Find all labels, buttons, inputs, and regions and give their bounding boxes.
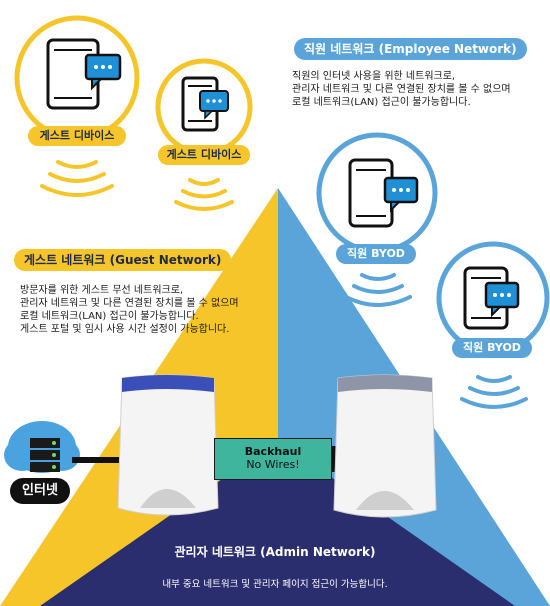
employee-network-line-1: 직원의 인터넷 사용을 위한 네트워크로, [292,71,456,82]
guest-device-large [14,15,140,141]
admin-network-description: 내부 중요 네트워크 및 관리자 페이지 접근이 가능합니다. [162,579,388,590]
admin-network-title: 관리자 네트워크 (Admin Network) [174,545,376,559]
wifi-signal-icon [460,375,528,409]
employee-network-description: 직원의 인터넷 사용을 위한 네트워크로, 관리자 네트워크 및 다른 연결된 … [292,70,511,109]
internet-label: 인터넷 [10,478,70,504]
guest-network-line-1: 방문자를 위한 게스트 무선 네트워크로, [20,285,184,296]
employee-byod-label-1: 직원 BYOD [336,244,416,264]
guest-device-small [155,58,253,156]
guest-device-label-2: 게스트 디바이스 [158,145,250,165]
employee-byod-label-2: 직원 BYOD [452,338,532,358]
wifi-signal-icon [174,178,234,211]
employee-network-line-2: 관리자 네트워크 및 다른 연결된 장치를 볼 수 없으며 [292,84,511,95]
guest-network-description: 방문자를 위한 게스트 무선 네트워크로, 관리자 네트워크 및 다른 연결된 … [20,284,239,336]
employee-network-line-3: 로컬 네트워크(LAN) 접근이 불가능합니다. [292,97,471,108]
employee-byod-device-2 [436,241,550,355]
guest-device-label-1: 게스트 디바이스 [28,126,126,146]
guest-network-heading: 게스트 네트워크 (Guest Network) [14,249,232,271]
guest-network-line-3: 로컬 네트워크(LAN) 접근이 불가능합니다. [20,311,199,322]
backhaul-subtitle: No Wires! [246,458,300,471]
wifi-signal-icon [344,273,412,307]
employee-network-heading: 직원 네트워크 (Employee Network) [294,38,527,60]
cable [72,457,124,463]
employee-byod-device-1 [316,132,438,254]
cloud-server-icon [4,421,80,473]
backhaul-title: Backhaul [244,445,302,458]
router-left [117,374,219,516]
admin-network-zone [40,440,515,606]
backhaul-label-box: Backhaul No Wires! [214,438,332,480]
router-right [333,374,437,518]
guest-network-line-2: 관리자 네트워크 및 다른 연결된 장치를 볼 수 없으며 [20,298,239,309]
guest-network-line-4: 게스트 포털 및 임시 사용 시간 설정이 가능합니다. [20,324,230,335]
wifi-signal-icon [40,160,114,197]
